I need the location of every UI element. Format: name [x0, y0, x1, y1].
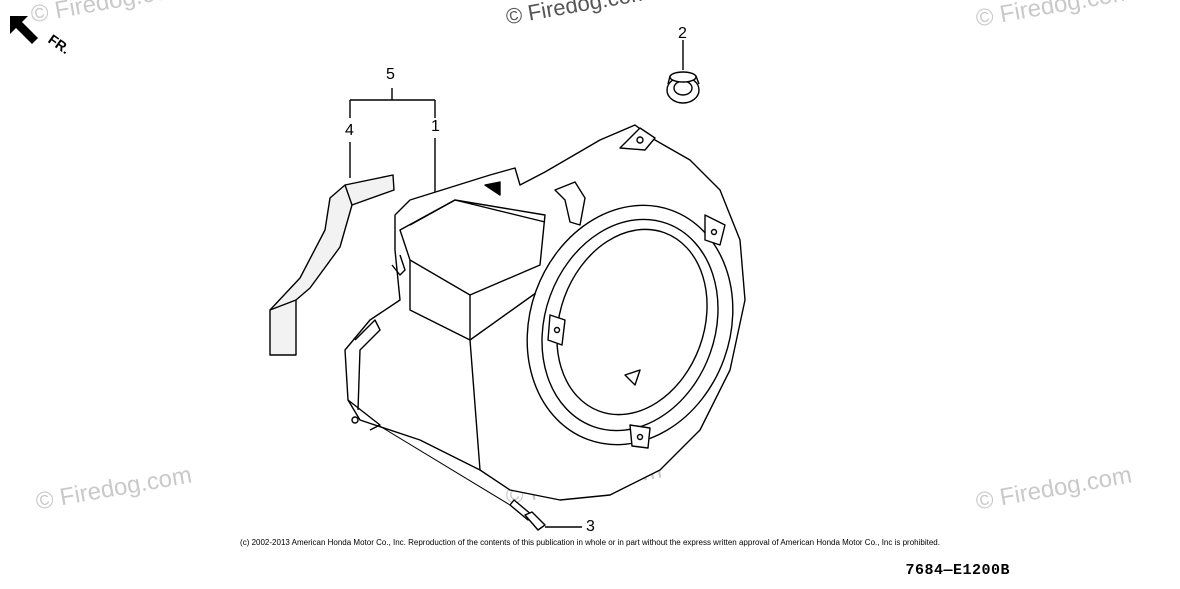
grommet	[666, 40, 700, 104]
copyright-notice: (c) 2002-2013 American Honda Motor Co., …	[240, 538, 940, 547]
callout-5: 5	[386, 66, 395, 83]
arrow-up-left-icon	[10, 16, 38, 44]
callout-2: 2	[678, 25, 687, 42]
diagram-code: 7684—E1200B	[905, 562, 1010, 579]
callout-3: 3	[586, 518, 595, 535]
flange-bolt	[377, 424, 582, 531]
fan-cover-shroud	[344, 124, 746, 501]
callout-1: 1	[431, 118, 440, 135]
seal-strip	[269, 174, 395, 356]
callout-4: 4	[345, 122, 354, 139]
callout-bracket	[349, 88, 436, 192]
